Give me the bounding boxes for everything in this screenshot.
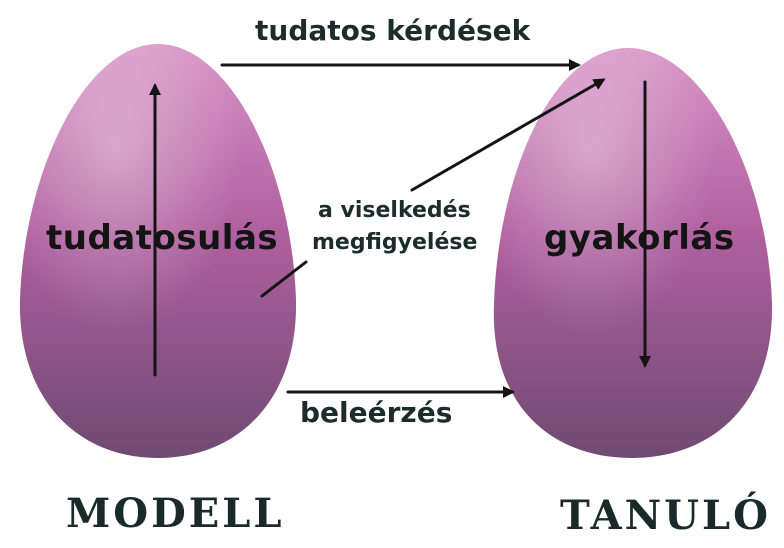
top-arrow-label: tudatos kérdések: [255, 14, 530, 47]
left-egg-label: tudatosulás: [46, 218, 278, 258]
diagonal-arrow-label-line1: a viselkedés: [318, 198, 471, 223]
diagonal-arrow-label-line2: megfigyelése: [312, 230, 477, 255]
bottom-arrow-label: beleérzés: [300, 396, 452, 429]
right-caption: TANULÓ: [560, 492, 771, 539]
left-caption: MODELL: [66, 490, 285, 537]
right-egg-label: gyakorlás: [544, 218, 735, 258]
